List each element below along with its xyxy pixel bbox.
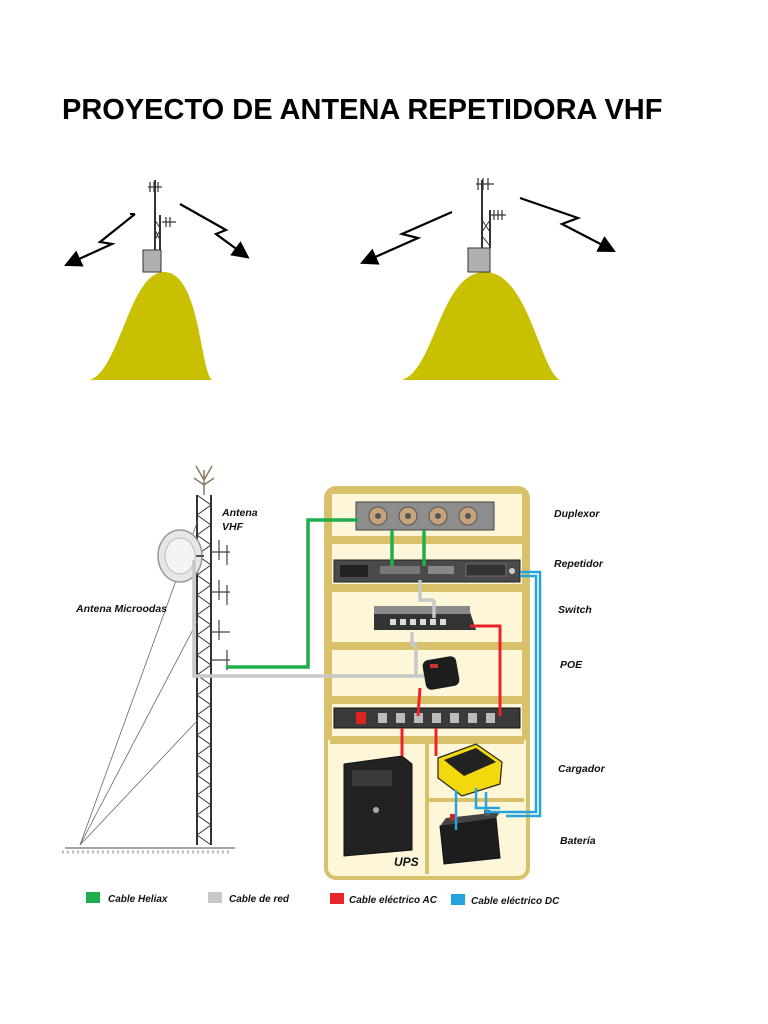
radio-wave-right-1 <box>359 210 453 265</box>
cable-dc-paths <box>454 570 542 830</box>
legend: Cable Heliax Cable de red Cable eléctric… <box>86 892 560 907</box>
hill-right-group <box>359 178 616 380</box>
duplexor-device <box>355 501 495 531</box>
ups-device <box>343 755 413 857</box>
legend-swatch-red <box>208 892 222 903</box>
label-bateria: Batería <box>560 835 596 847</box>
legend-label-heliax: Cable Heliax <box>108 894 168 905</box>
legend-swatch-dc <box>451 894 465 905</box>
page-title: PROYECTO DE ANTENA REPETIDORA VHF <box>62 94 663 126</box>
tower-base-left <box>142 249 162 273</box>
equipment-rack <box>324 486 530 880</box>
hill-left <box>90 271 212 380</box>
poe-injector-device <box>422 656 460 690</box>
cable-ac-paths <box>400 624 502 756</box>
legend-item-red: Cable de red <box>208 892 290 905</box>
microwave-dish-icon <box>157 529 204 583</box>
label-antena-vhf-1: Antena <box>221 507 258 519</box>
legend-swatch-heliax <box>86 892 100 903</box>
battery-device <box>439 810 501 865</box>
label-antena-microondas: Antena Microodas <box>75 603 167 615</box>
radio-wave-left-1 <box>63 213 136 267</box>
charger-device <box>437 743 503 797</box>
antenna-icon-left <box>148 182 176 227</box>
lattice-tower <box>62 465 235 854</box>
label-switch: Switch <box>558 604 592 616</box>
radio-wave-right-2 <box>519 196 616 253</box>
repeater-device <box>333 559 521 583</box>
label-duplexor: Duplexor <box>554 508 600 520</box>
network-switch-device <box>374 606 476 630</box>
hill-left-group <box>63 180 250 380</box>
legend-item-ac: Cable eléctrico AC <box>330 893 438 906</box>
power-strip-device <box>333 707 521 729</box>
hill-right <box>402 272 560 380</box>
legend-label-ac: Cable eléctrico AC <box>349 895 438 906</box>
label-poe: POE <box>560 659 583 671</box>
label-ups: UPS <box>394 855 419 869</box>
tower-base-right <box>467 247 491 273</box>
legend-label-red: Cable de red <box>229 894 290 905</box>
cable-red-paths <box>192 560 436 678</box>
cable-heliax-paths <box>226 518 426 669</box>
label-cargador: Cargador <box>558 763 606 775</box>
legend-label-dc: Cable eléctrico DC <box>471 896 560 907</box>
label-antena-vhf-2: VHF <box>222 521 244 533</box>
legend-item-dc: Cable eléctrico DC <box>451 894 560 907</box>
antenna-icon-right <box>476 178 506 220</box>
legend-item-heliax: Cable Heliax <box>86 892 168 905</box>
legend-swatch-ac <box>330 893 344 904</box>
radio-wave-left-2 <box>179 203 250 259</box>
label-repetidor: Repetidor <box>554 558 604 570</box>
